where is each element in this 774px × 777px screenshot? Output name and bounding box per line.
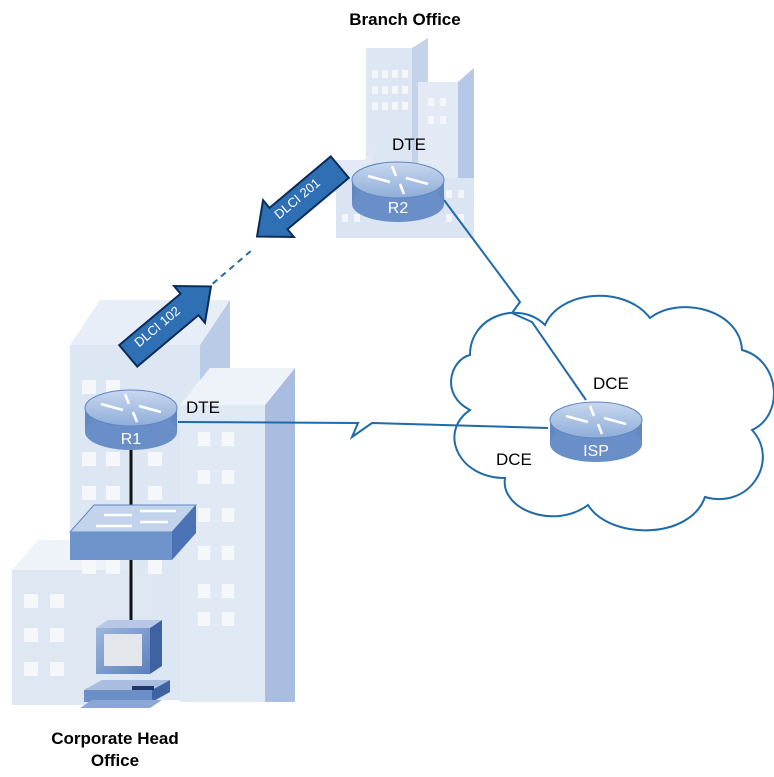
router-r2[interactable]: R2 xyxy=(351,161,445,222)
router-arrows-icon xyxy=(565,405,627,435)
corporate-office-title: Corporate Head Office xyxy=(20,728,210,772)
corporate-office-title-line2: Office xyxy=(90,751,140,770)
router-isp-label: ISP xyxy=(583,443,609,460)
router-r1[interactable]: R1 xyxy=(84,389,178,450)
router-r1-label: R1 xyxy=(121,431,142,448)
dlci-201-arrow xyxy=(255,155,351,238)
isp-interface-role-left: DCE xyxy=(496,450,532,469)
r2-interface-role: DTE xyxy=(392,135,426,154)
router-arrows-icon xyxy=(367,165,429,195)
switch-arrows-icon xyxy=(96,509,176,528)
corporate-office-title-line1: Corporate Head xyxy=(51,729,179,748)
router-r2-label: R2 xyxy=(388,200,409,217)
branch-office-title: Branch Office xyxy=(349,10,461,29)
switch[interactable] xyxy=(68,504,198,560)
link-r1-isp xyxy=(177,421,549,440)
pc-workstation[interactable] xyxy=(80,620,170,708)
r1-interface-role: DTE xyxy=(186,398,220,417)
isp-interface-role-top: DCE xyxy=(593,374,629,393)
router-arrows-icon xyxy=(100,393,162,423)
link-r2-isp xyxy=(443,199,587,401)
dlci-102-arrow xyxy=(117,285,213,368)
router-isp[interactable]: ISP xyxy=(549,401,643,462)
